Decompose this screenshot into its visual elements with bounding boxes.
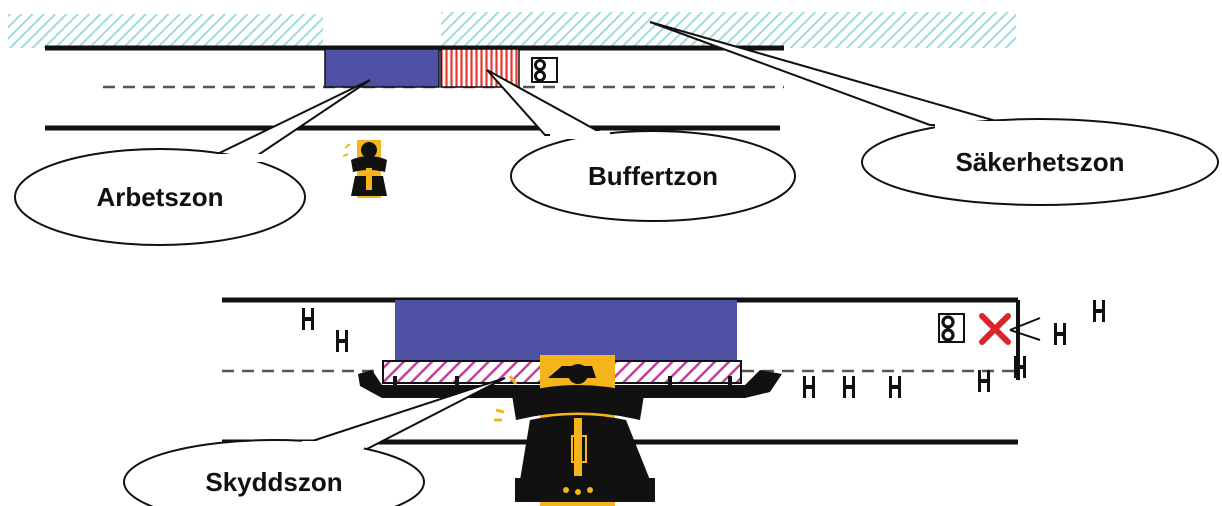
work-zone-bottom (395, 300, 737, 362)
callout-sakerhetszon: Säkerhetszon (649, 21, 1219, 206)
work-zone (324, 48, 440, 88)
stop-cross-icon (979, 313, 1011, 345)
cone-icon (978, 370, 990, 392)
signal-light-icon (938, 313, 965, 343)
label-arbetszon: Arbetszon (96, 182, 223, 212)
worker-icon (342, 140, 387, 198)
label-skyddszon: Skyddszon (205, 467, 342, 497)
cone-icon (889, 376, 901, 398)
callout-arbetszon: Arbetszon (14, 79, 371, 246)
top-scene: Arbetszon Buffertzon Säkerhetszon (8, 12, 1219, 246)
cone-icon (843, 376, 855, 398)
cone-icon (1093, 300, 1105, 322)
cone-icon (336, 330, 348, 352)
label-sakerhetszon: Säkerhetszon (955, 147, 1124, 177)
safety-zone-left (8, 14, 323, 48)
label-buffertzon: Buffertzon (588, 161, 718, 191)
safety-zone-right (441, 12, 1016, 48)
bottom-scene: Skyddszon (123, 297, 1105, 506)
cone-icons (302, 300, 1105, 398)
callout-buffertzon: Buffertzon (486, 69, 796, 222)
worker-icon (494, 355, 655, 506)
signal-arrow (1009, 317, 1041, 341)
signal-light-icon (531, 57, 558, 83)
cone-icon (1014, 356, 1026, 378)
cone-icon (803, 376, 815, 398)
barrier-posts (393, 376, 732, 398)
cone-icon (1054, 323, 1066, 345)
cone-icon (302, 308, 314, 330)
callout-skyddszon: Skyddszon (123, 377, 506, 506)
